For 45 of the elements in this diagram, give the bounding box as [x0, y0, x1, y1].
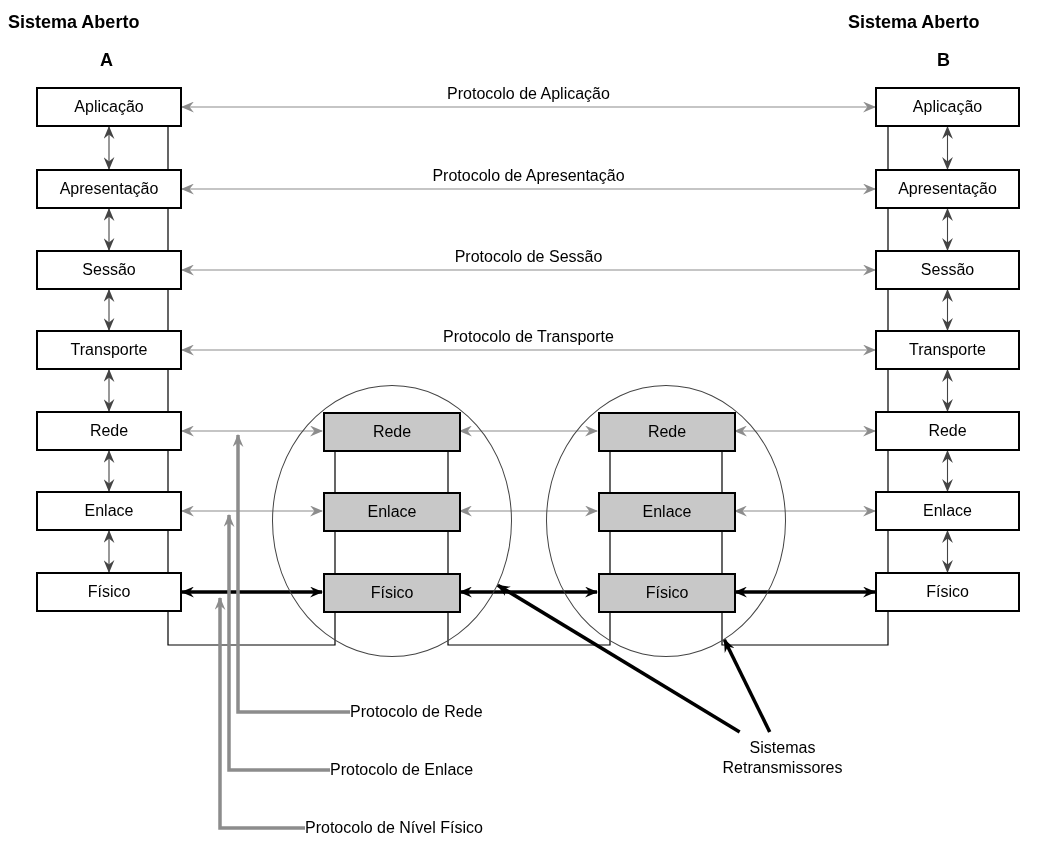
arrow [942, 529, 953, 574]
system-letter: A [100, 50, 113, 71]
relay-layer-box: Físico [598, 573, 736, 613]
protocol-label: Protocolo de Enlace [330, 759, 510, 781]
leader-arrow [214, 596, 305, 830]
protocol-label: Protocolo de Nível Físico [305, 817, 525, 839]
system-heading: Sistema Aberto [8, 12, 140, 33]
layer-box: Enlace [875, 491, 1020, 531]
relay-layer-box: Físico [323, 573, 461, 613]
arrow [103, 125, 115, 171]
layer-box: Aplicação [36, 87, 182, 127]
leader-arrow [232, 433, 350, 714]
relay-systems-label: Sistemas Retransmissores [700, 732, 865, 784]
arrow [103, 288, 115, 332]
layer-box: Transporte [36, 330, 182, 370]
arrow [103, 207, 115, 252]
arrow [942, 125, 953, 171]
layer-box: Aplicação [875, 87, 1020, 127]
leader-arrow [223, 513, 330, 772]
relay-layer-box: Rede [323, 412, 461, 452]
arrow [103, 529, 115, 574]
arrow [103, 368, 115, 413]
arrow [103, 449, 115, 493]
arrow [496, 583, 741, 734]
layer-box: Físico [875, 572, 1020, 612]
arrow [722, 638, 772, 733]
layer-box: Rede [875, 411, 1020, 451]
system-letter: B [937, 50, 950, 71]
arrow [942, 207, 953, 252]
layer-box: Transporte [875, 330, 1020, 370]
system-heading: Sistema Aberto [848, 12, 980, 33]
arrow [942, 449, 953, 493]
layer-box: Sessão [36, 250, 182, 290]
arrow [942, 288, 953, 332]
layer-box: Rede [36, 411, 182, 451]
relay-layer-box: Rede [598, 412, 736, 452]
layer-box: Apresentação [36, 169, 182, 209]
layer-box: Sessão [875, 250, 1020, 290]
layer-box: Enlace [36, 491, 182, 531]
relay-layer-box: Enlace [598, 492, 736, 532]
protocol-label: Protocolo de Rede [350, 701, 510, 723]
arrow [942, 368, 953, 413]
relay-layer-box: Enlace [323, 492, 461, 532]
layer-box: Apresentação [875, 169, 1020, 209]
layer-box: Físico [36, 572, 182, 612]
